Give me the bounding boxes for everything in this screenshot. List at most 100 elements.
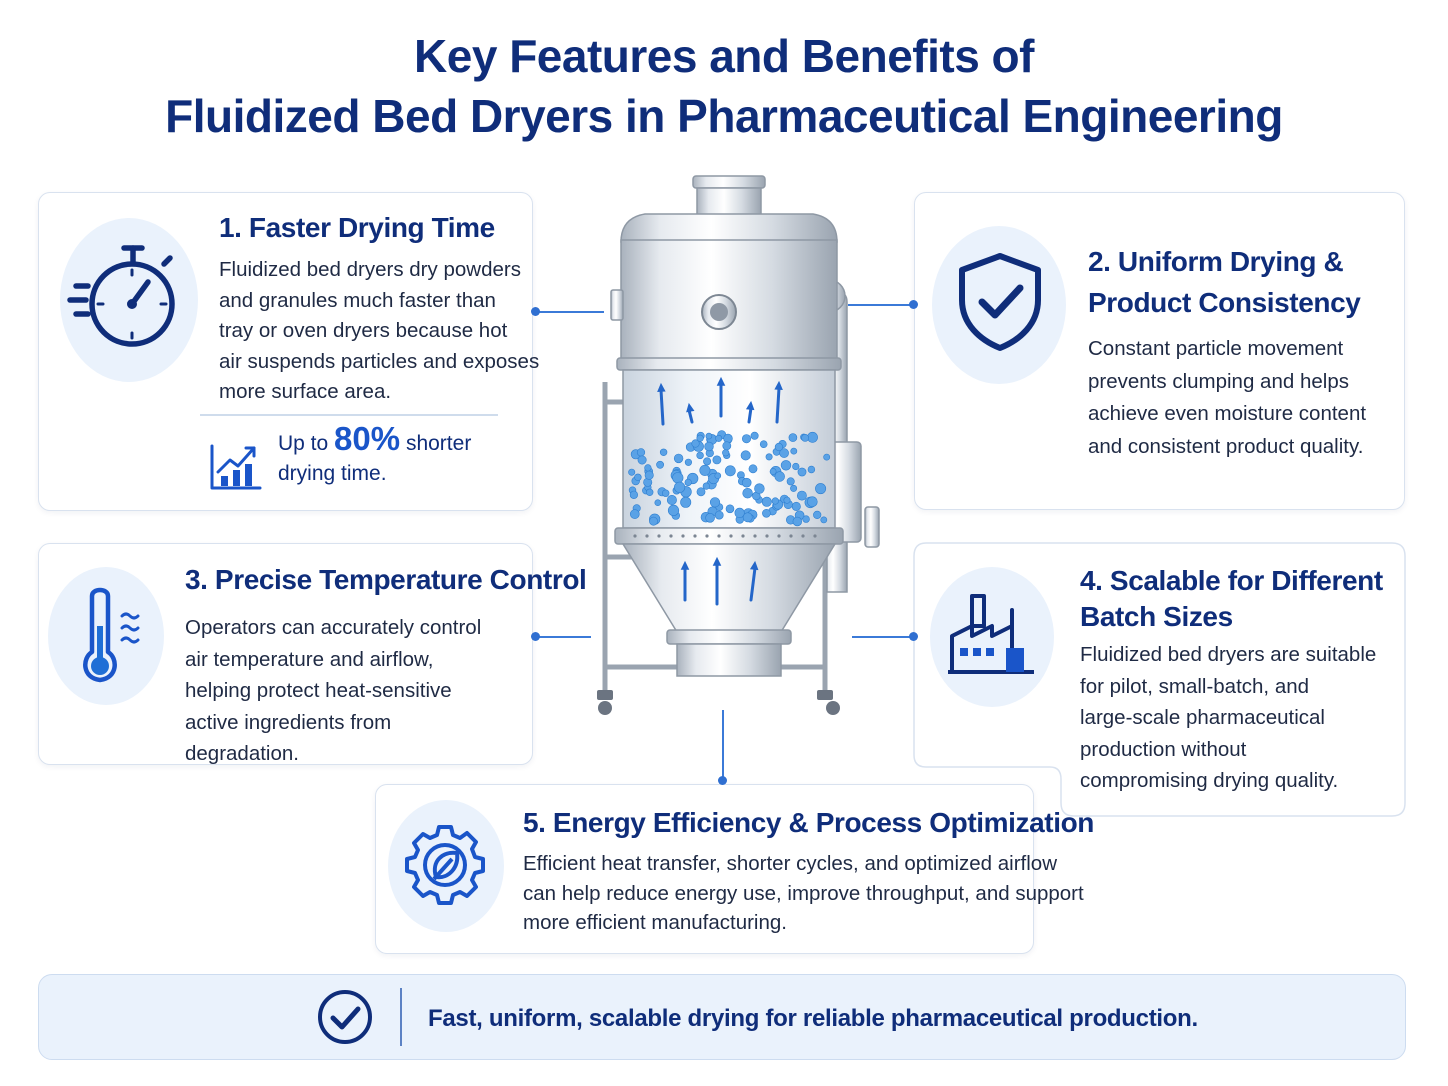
particle — [699, 464, 711, 476]
particle — [661, 489, 670, 497]
airflow-arrow-head — [680, 560, 690, 570]
connector-dot-2 — [909, 300, 918, 309]
particle — [673, 481, 686, 493]
particle — [791, 501, 801, 511]
connector-feature-3 — [535, 636, 591, 638]
particle — [672, 472, 684, 484]
shield-check-icon — [959, 253, 1041, 351]
particle — [815, 483, 827, 495]
particle — [634, 473, 642, 481]
connector-dot-5 — [718, 776, 727, 785]
airflow-arrow-head — [749, 560, 759, 571]
particle — [796, 490, 807, 501]
feature-2-body: Constant particle movement prevents clum… — [1088, 337, 1367, 458]
airflow-arrow-shaft — [687, 408, 694, 424]
airflow-arrow-shaft — [749, 566, 757, 602]
airflow-arrow-head — [745, 400, 755, 411]
particle — [807, 496, 818, 508]
particle — [742, 434, 752, 444]
particle — [691, 439, 700, 448]
particle — [779, 448, 789, 458]
particle — [813, 510, 822, 520]
particle — [654, 499, 662, 507]
particle — [666, 494, 677, 505]
particle — [715, 434, 723, 442]
connector-feature-5 — [722, 710, 724, 780]
particle — [762, 508, 771, 518]
feature-1-body: Fluidized bed dryers dry powders and gra… — [219, 258, 540, 403]
particle — [792, 516, 803, 527]
airflow-arrow-shaft — [747, 406, 753, 424]
particle — [714, 472, 722, 480]
particle — [765, 453, 773, 461]
airflow-arrows — [657, 376, 783, 606]
particle — [771, 497, 779, 505]
particle — [645, 488, 654, 496]
particle — [644, 470, 654, 480]
particle — [734, 507, 745, 519]
airflow-arrow-head — [774, 380, 783, 390]
airflow-arrow-head — [657, 382, 666, 392]
particle — [673, 453, 684, 464]
particle — [712, 455, 722, 465]
particle — [769, 468, 777, 475]
particle — [774, 471, 785, 482]
particle — [696, 451, 704, 460]
particle — [754, 483, 765, 494]
particle — [759, 440, 768, 449]
feature-5-title: 5. Energy Efficiency & Process Optimizat… — [523, 807, 1094, 838]
connector-feature-1 — [535, 311, 604, 313]
particle — [696, 434, 704, 442]
airflow-arrow-head — [686, 402, 695, 413]
stopwatch-icon — [67, 245, 175, 347]
connector-dot-1 — [531, 307, 540, 316]
particle — [702, 482, 710, 490]
airflow-arrow-head — [712, 556, 722, 566]
stat-divider — [200, 414, 498, 416]
summary-banner — [38, 974, 1406, 1060]
particle — [740, 450, 751, 461]
particle — [680, 496, 692, 508]
particle — [783, 496, 791, 504]
particle — [801, 433, 809, 442]
particle — [802, 515, 810, 523]
feature-1-title: 1. Faster Drying Time — [219, 212, 495, 243]
banner-divider — [400, 988, 402, 1046]
particle — [714, 510, 724, 520]
particle — [637, 455, 647, 465]
particle — [704, 441, 714, 452]
gear-leaf-icon — [405, 825, 485, 905]
particle-bed — [628, 430, 831, 527]
particle — [788, 433, 798, 442]
particle — [703, 457, 712, 466]
thermometer-icon — [83, 587, 140, 683]
page-title: Key Features and Benefits of Fluidized B… — [0, 26, 1448, 146]
particle — [696, 487, 706, 497]
particle — [790, 447, 798, 455]
particle — [741, 477, 752, 488]
title-line-2: Fluidized Bed Dryers in Pharmaceutical E… — [165, 90, 1283, 142]
particle — [644, 464, 652, 472]
particle — [750, 431, 759, 440]
connector-feature-2 — [848, 304, 914, 306]
particle — [709, 497, 721, 508]
stat-80-percent: Up to 80% shorter drying time. — [278, 420, 472, 485]
particle — [649, 516, 658, 526]
particle — [823, 453, 831, 461]
particle — [705, 432, 713, 440]
feature-4-body: Fluidized bed dryers are suitable for pi… — [1080, 643, 1377, 792]
particle — [705, 512, 715, 523]
fluidized-bed-dryer-illustration — [597, 175, 880, 715]
growth-chart-icon — [210, 444, 262, 490]
particle — [659, 448, 668, 456]
airflow-arrow-shaft — [775, 386, 781, 424]
particle — [790, 484, 798, 492]
particle — [722, 441, 732, 451]
particle — [748, 464, 758, 474]
particle — [820, 516, 828, 524]
particle — [629, 490, 639, 499]
particle — [786, 477, 795, 486]
particle — [656, 460, 664, 469]
particle — [792, 462, 800, 471]
particle — [724, 465, 736, 477]
